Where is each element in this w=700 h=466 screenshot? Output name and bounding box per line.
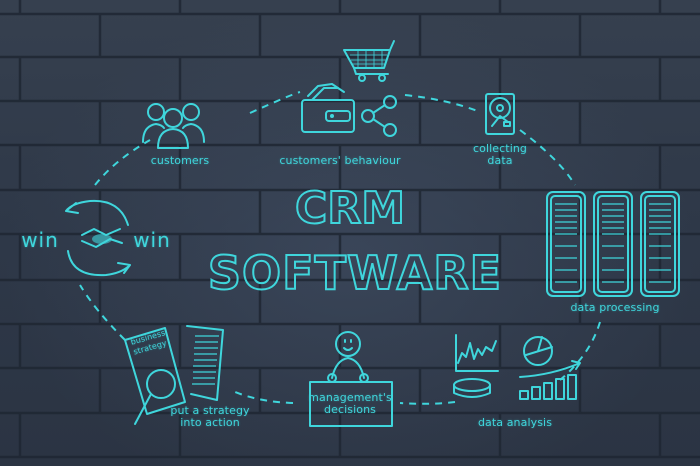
documents-magnifier-icon bbox=[124, 325, 224, 425]
people-icon bbox=[142, 103, 205, 149]
label-data-processing: data processing bbox=[570, 301, 660, 314]
wallet-money-icon bbox=[301, 83, 355, 133]
share-icon bbox=[361, 95, 397, 137]
label-customers: customers bbox=[150, 154, 210, 167]
label-data-analysis: data analysis bbox=[477, 416, 553, 429]
title-crm: CRM bbox=[294, 183, 406, 235]
charts-icon bbox=[453, 334, 581, 400]
label-win-left: win bbox=[21, 228, 59, 252]
label-collecting: collecting bbox=[472, 142, 528, 155]
hard-drive-icon bbox=[485, 93, 515, 135]
label-data: data bbox=[487, 154, 513, 167]
label-put-a-strategy: put a strategy bbox=[170, 404, 250, 417]
label-managements: management's bbox=[308, 391, 392, 404]
handshake-cycle-icon bbox=[65, 199, 131, 277]
label-decisions: decisions bbox=[324, 403, 376, 416]
label-win-right: win bbox=[133, 228, 171, 252]
label-customers-behaviour: customers' behaviour bbox=[279, 154, 401, 167]
title-software: SOFTWARE bbox=[207, 245, 503, 301]
shopping-cart-icon bbox=[343, 40, 395, 82]
person-holding-sign-icon bbox=[309, 331, 393, 427]
label-into-action: into action bbox=[180, 416, 240, 429]
server-racks-icon bbox=[546, 191, 680, 297]
